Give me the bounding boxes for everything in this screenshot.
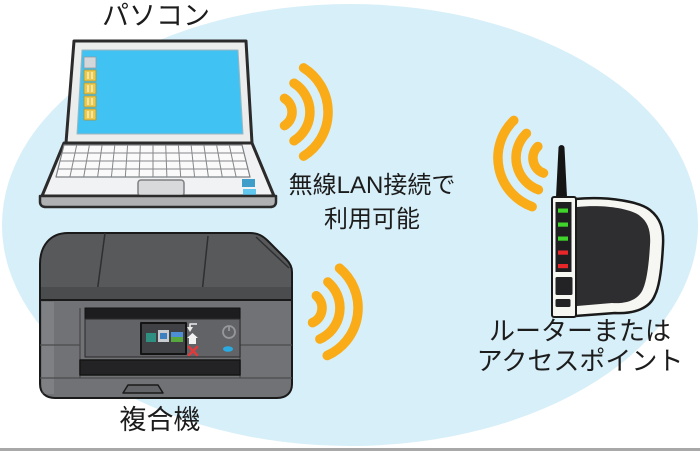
router-illustration [551, 145, 665, 318]
power-button-icon [222, 325, 236, 339]
center-caption: 無線LAN接続で 利用可能 [272, 169, 472, 237]
laptop-wifi-signal-icon [279, 63, 333, 161]
laptop-keyboard [55, 144, 251, 178]
cancel-icon [187, 345, 199, 357]
router-label-line1: ルーターまたは [488, 316, 671, 346]
router-body-panel [577, 206, 651, 306]
printer-control-panel [84, 307, 241, 358]
router-port-small [555, 299, 571, 307]
router-port-large [555, 277, 573, 295]
back-arrow-icon [187, 323, 197, 332]
printer-lid-bevel [41, 287, 291, 300]
router-leds [558, 208, 568, 269]
router-wifi-signal-icon [493, 115, 549, 212]
printer-status-led [223, 346, 233, 352]
laptop-base [38, 194, 278, 209]
printer-tray-handle [122, 384, 164, 394]
laptop-label: パソコン [102, 1, 210, 31]
center-caption-line1: 無線LAN接続で [288, 172, 456, 199]
printer-wifi-signal-icon [307, 263, 363, 361]
router-label: ルーターまたは アクセスポイント [460, 316, 700, 376]
bottom-divider [0, 448, 700, 451]
router-label-line2: アクセスポイント [476, 346, 684, 376]
laptop-illustration [38, 39, 278, 209]
printer-label: 複合機 [119, 405, 201, 435]
center-caption-line2: 利用可能 [324, 206, 420, 233]
router-antenna [556, 145, 567, 197]
laptop-sticker-top [242, 179, 255, 187]
laptop-touchpad [137, 179, 185, 197]
laptop-sticker-bottom [243, 189, 256, 197]
printer-output-slot [79, 359, 241, 376]
laptop-screen [76, 49, 244, 135]
home-icon [187, 333, 198, 344]
laptop-desktop-icons [83, 56, 97, 121]
printer-illustration [39, 232, 293, 399]
